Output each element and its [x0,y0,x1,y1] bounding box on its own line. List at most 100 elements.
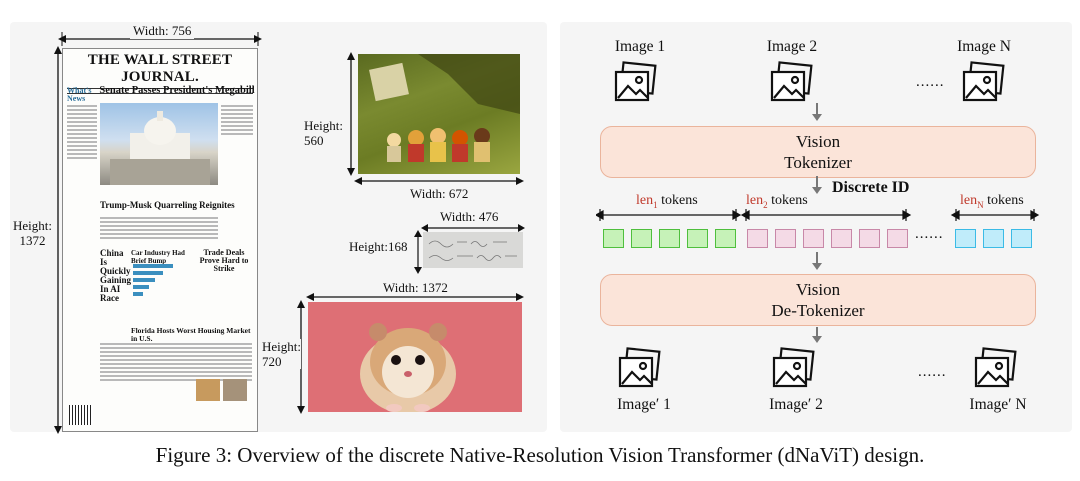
np-text-line [100,355,252,357]
len2-prefix: len [746,193,763,208]
np-text-line [100,347,252,349]
np-text-line [100,217,218,219]
np-bar [133,264,173,268]
token-pink [859,229,880,248]
np-text-line [100,229,218,231]
np-text-line [100,359,252,361]
np-text-line [67,137,97,139]
token-pink [803,229,824,248]
len2-suffix: tokens [768,193,808,208]
np-text-line [221,117,253,119]
formula-height-label: Height:168 [349,239,408,255]
np-text-line [100,371,252,373]
lenN-suffix: tokens [984,193,1024,208]
token-pink [831,229,852,248]
image-1-label: Image 1 [600,38,680,56]
image-1-icon [612,60,660,106]
discrete-id-label: Discrete ID [832,179,909,197]
np-side-col: What's News [67,87,97,427]
capitol-dome-icon [100,103,218,185]
image-prime-n-icon [972,346,1020,392]
np-text-line [67,113,97,115]
np-text-line [221,105,253,107]
np-text-line [221,109,253,111]
len1-prefix: len [636,193,653,208]
hamster-photo [308,302,522,412]
np-text-line [221,125,253,127]
np-text-line [67,141,97,143]
token-pink [887,229,908,248]
np-text-line [67,145,97,147]
np-width-label: Width: 756 [130,23,194,39]
image-n-label: Image N [944,38,1024,56]
np-bottom-block [100,341,252,383]
np-col-block [100,215,218,241]
image-n-icon [960,60,1008,106]
token-green [603,229,624,248]
arrow-to-output [816,327,818,337]
np-side-label: What's News [67,87,97,103]
np-text-line [100,367,252,369]
np-text-line [100,351,252,353]
image-prime-2-label: Image′ 2 [756,396,836,414]
image-prime-n-label: Image′ N [958,396,1038,414]
np-text-line [221,133,253,135]
np-text-line [67,153,97,155]
photo-height-arrow [344,52,358,176]
photo-width-label: Width: 672 [410,186,468,202]
token-green [631,229,652,248]
np-text-line [67,109,97,111]
len-brackets [596,208,1042,222]
np-bar [133,292,143,296]
image-prime-1-icon [616,346,664,392]
lenN-prefix: len [960,193,977,208]
np-text-line [100,375,252,377]
image-prime-2-icon [770,346,818,392]
np-bar-chart [133,261,187,311]
top-ellipsis: ...... [916,74,945,91]
np-text-line [67,129,97,131]
np-text-line [67,121,97,123]
np-text-line [221,129,253,131]
newspaper-image: THE WALL STREET JOURNAL. What's News Sen… [62,48,258,432]
image-2-label: Image 2 [752,38,832,56]
np-text-line [67,157,97,159]
figure-caption: Figure 3: Overview of the discrete Nativ… [0,443,1080,468]
arrow-to-detokenizer [816,252,818,264]
np-text-line [100,343,252,345]
np-subhead-4: Trade Deals Prove Hard to Strike [193,249,255,273]
np-text-line [67,149,97,151]
image-2-icon [768,60,816,106]
np-subhead-2: China Is Quickly Gaining In AI Race [100,249,130,303]
np-text-line [100,225,218,227]
toy-photo [358,54,520,174]
np-headline: Senate Passes President's Megabill [99,85,255,96]
np-right-col [221,103,253,137]
token-cyan [983,229,1004,248]
token-pink [775,229,796,248]
np-text-line [67,125,97,127]
hamster-icon [308,302,522,412]
token-cyan [1011,229,1032,248]
token-green [715,229,736,248]
formula-image [423,232,523,268]
image-prime-1-label: Image′ 1 [604,396,684,414]
formula-strokes-icon [423,232,523,268]
np-text-line [100,233,218,235]
hamster-height-label: Height: 720 [262,339,301,369]
vision-detokenizer-box: Vision De-Tokenizer [600,274,1036,326]
token-green [659,229,680,248]
np-text-line [100,221,218,223]
np-bar [133,285,149,289]
np-text-line [67,105,97,107]
vision-tokenizer-box: Vision Tokenizer [600,126,1036,178]
np-small-photo [223,379,247,401]
arrow-to-tokens [816,176,818,188]
np-text-line [67,133,97,135]
np-small-photo [196,379,220,401]
np-bar [133,271,163,275]
token-ellipsis: ...... [915,226,944,243]
np-bar [133,278,155,282]
token-green [687,229,708,248]
np-text-line [100,363,252,365]
